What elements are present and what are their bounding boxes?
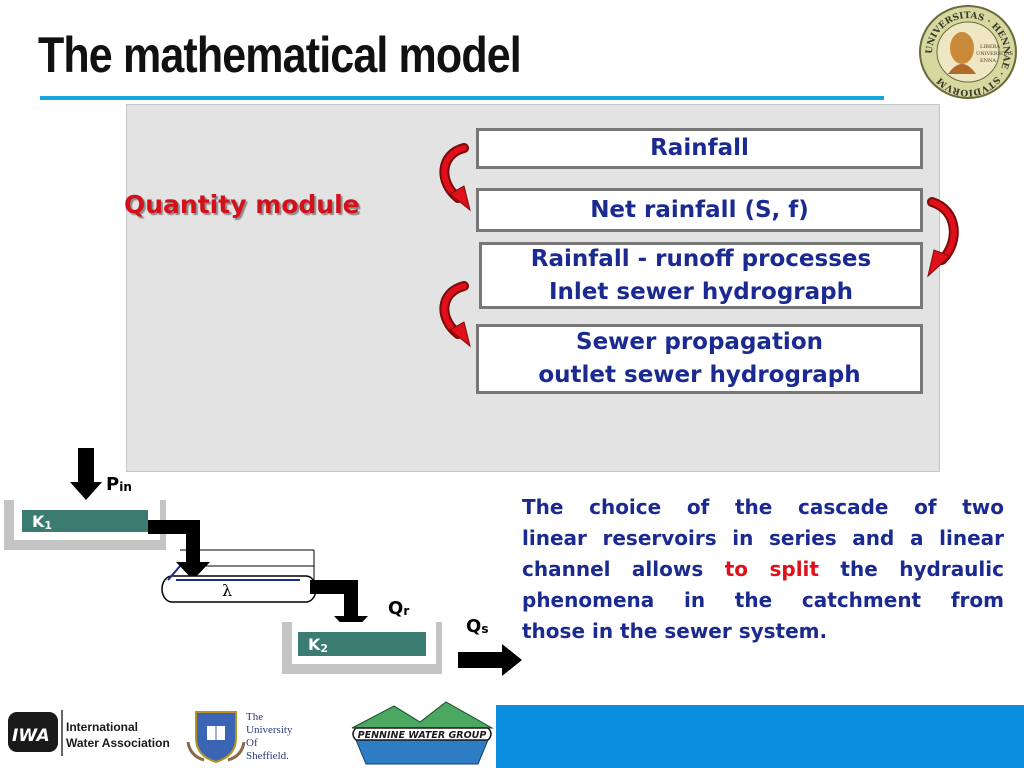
pennine-water-group-logo: PENNINE WATER GROUP [351,701,494,765]
qs-arrow-shaft [458,652,504,668]
footer-band [496,705,1024,768]
iwa-line-1: International [66,720,138,734]
description-line: channel allows to split the hydraulic [522,554,1004,585]
title-underline [40,96,884,100]
reservoir-1-water [22,510,148,532]
step-line: Inlet sewer hydrograph [548,278,854,305]
description-highlight: to split [724,557,819,581]
qr-subscript: r [403,604,409,618]
svg-text:K2: K2 [308,635,328,655]
sheffield-line-4: Sheffield. [246,750,289,762]
description-line: phenomena in the catchment from [522,588,1004,612]
step-box-sewer-propagation: Sewer propagation outlet sewer hydrograp… [476,324,923,394]
outflow-1-drop [186,524,200,566]
outflow-2-drop [344,584,358,620]
step-line: Net rainfall (S, f) [590,196,809,223]
flow-arrow-icon [439,281,471,348]
description-text: the hydraulic [818,557,1004,581]
sheffield-line-1: The [246,711,263,723]
sheffield-line-2: University [246,724,293,736]
page-title: The mathematical model [38,27,522,83]
step-box-net-rainfall: Net rainfall (S, f) [476,188,923,232]
pin-arrow-icon [70,482,102,500]
step-line: outlet sewer hydrograph [538,362,861,388]
pin-label: P [106,474,119,495]
reservoir-1-subscript: 1 [44,519,52,532]
reservoir-2-label: K [308,635,321,654]
reservoir-1-label: K [32,512,45,531]
pennine-label: PENNINE WATER GROUP [358,730,487,741]
iwa-logo: IWA International Water Association [8,710,170,756]
description-line: The choice of the cascade of two [522,495,1004,519]
svg-text:Pin: Pin [106,474,132,495]
step-line: Rainfall [650,135,749,161]
step-box-rainfall-runoff: Rainfall - runoff processes Inlet sewer … [479,242,923,309]
channel-lambda-label: λ [222,581,232,600]
description-line: those in the sewer system. [522,619,828,643]
step-line: Rainfall - runoff processes [530,245,872,272]
flow-arrow-icon [927,197,959,278]
iwa-line-2: Water Association [66,736,170,750]
step-line: Sewer propagation [576,329,823,355]
model-description: The choice of the cascade of two linear … [522,492,1004,647]
sheffield-line-3: Of [246,737,258,749]
svg-text:Qr: Qr [388,598,409,619]
flow-arrow-icon [439,143,471,212]
qs-arrow-icon [502,644,522,676]
qs-subscript: s [481,622,488,636]
channel-water-inlet [167,565,181,581]
qs-label: Q [466,616,481,637]
university-seal-logo: UNIVERSITAS · HENNAE · STVDIORVM LIBERA … [919,5,1017,99]
quantity-module-label: Quantity module [124,190,360,219]
sheffield-logo: The University Of Sheffield. [186,711,293,764]
pin-arrow-shaft [78,448,94,484]
reservoir-2-subscript: 2 [320,642,328,655]
iwa-logo-mark: IWA [12,726,50,746]
seal-center-line-1: LIBERA [980,44,1000,50]
reservoir-2-water [298,632,426,656]
seal-center-line-2: UNIVERSITAS [976,51,1014,57]
seal-center-line-3: ENNA [980,58,996,64]
qr-label: Q [388,598,403,619]
description-line: linear reservoirs in series and a linear [522,526,1004,550]
pin-subscript: in [119,480,132,494]
description-text: channel allows [522,557,725,581]
footer-logos: IWA International Water Association The … [8,701,494,765]
reservoir-schematic: Pin K1 λ Qr K2 Qs [4,448,522,676]
svg-text:K1: K1 [32,512,52,532]
step-box-rainfall: Rainfall [476,128,923,169]
svg-text:Qs: Qs [466,616,488,637]
